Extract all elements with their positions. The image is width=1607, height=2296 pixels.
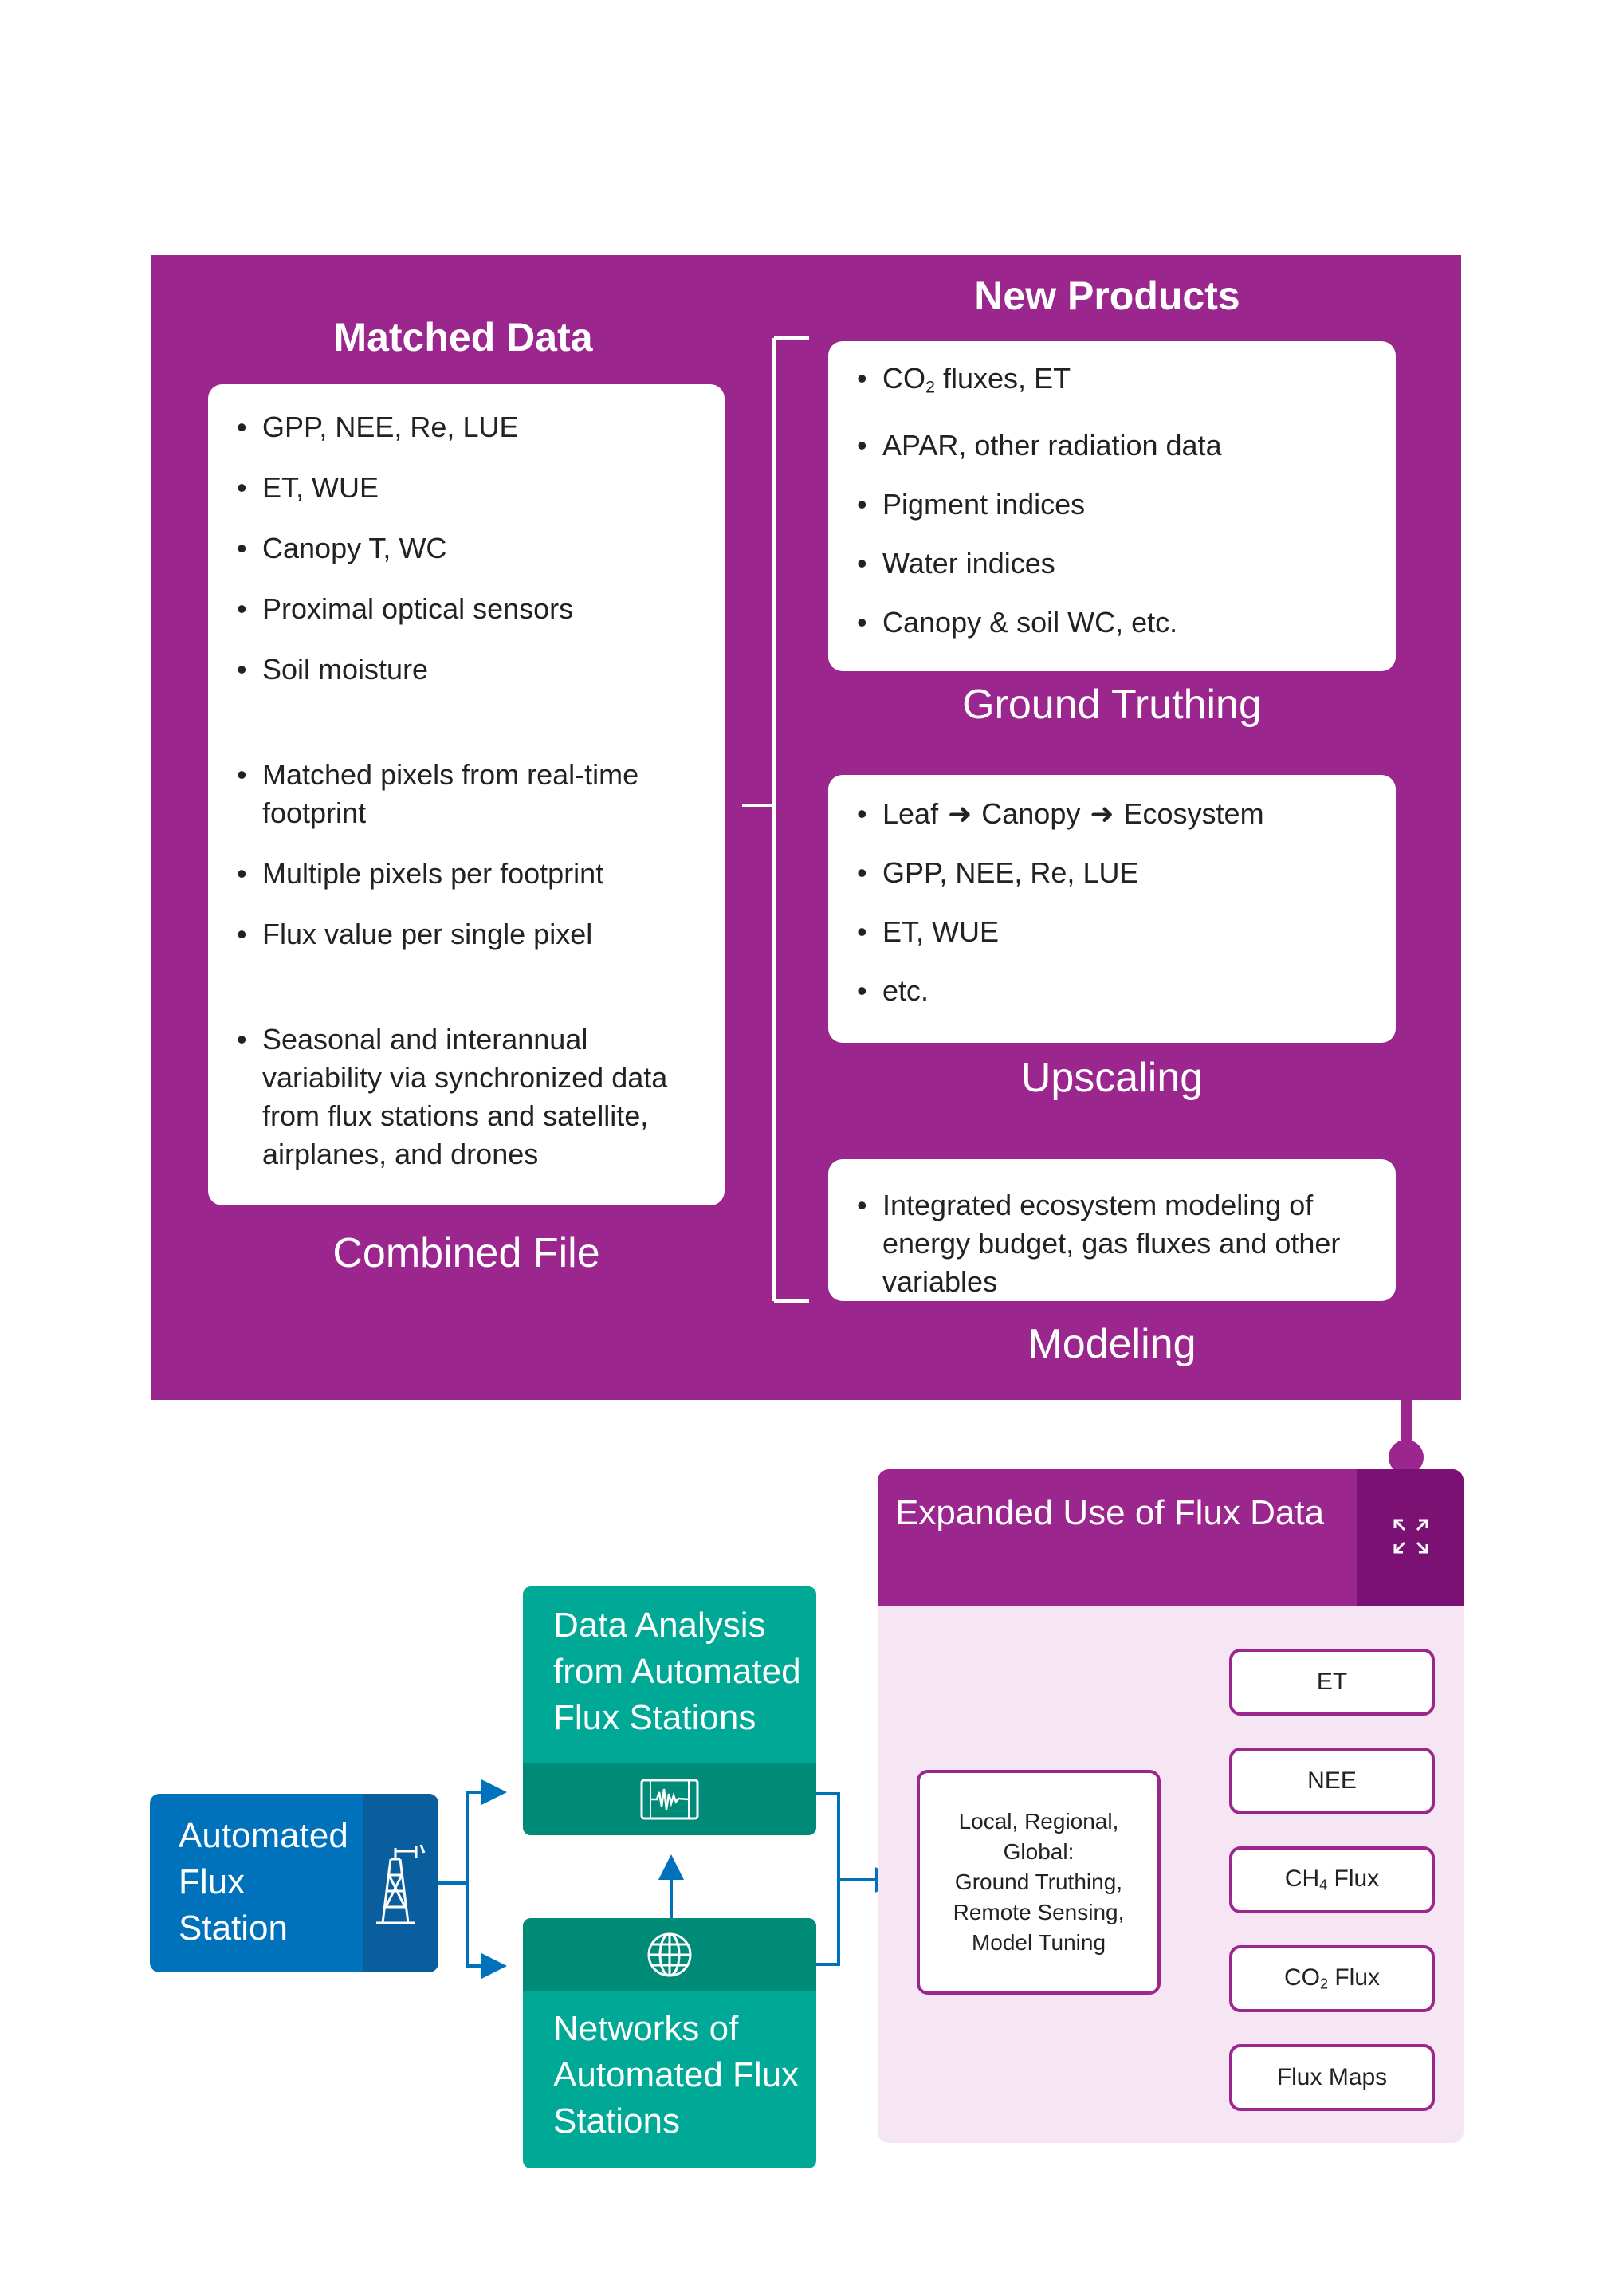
output-flux-maps: Flux Maps — [1229, 2044, 1435, 2111]
matched-data-heading: Matched Data — [333, 315, 593, 360]
center-line: Global: — [1003, 1839, 1075, 1864]
upscaling-caption: Upscaling — [1020, 1055, 1204, 1101]
list-item: Canopy & soil WC, etc. — [857, 604, 1372, 641]
ground-truthing-box: CO2 fluxes, ET APAR, other radiation dat… — [828, 341, 1396, 671]
ch4-text: CH — [1284, 1866, 1320, 1893]
co2-subscript: 2 — [1319, 1976, 1328, 1992]
list-item: Matched pixels from real-time footprint — [237, 756, 701, 832]
new-products-heading: New Products — [974, 273, 1240, 318]
matched-data-box: GPP, NEE, Re, LUE ET, WUE Canopy T, WC P… — [208, 384, 725, 1205]
globe-icon — [647, 1932, 692, 1977]
data-analysis-box: Data Analysis from Automated Flux Statio… — [523, 1586, 816, 1835]
output-co2-flux: CO2 Flux — [1229, 1945, 1435, 2012]
data-analysis-title: Data Analysis from Automated Flux Statio… — [553, 1606, 801, 1737]
station-icon-band — [363, 1794, 438, 1972]
local-regional-global-box: Local, Regional, Global: Ground Truthing… — [917, 1770, 1161, 1995]
modeling-caption: Modeling — [1027, 1321, 1196, 1367]
co2-flux-text: Flux — [1328, 1964, 1381, 1991]
list-item: Seasonal and interannual variability via… — [237, 1020, 701, 1174]
co2-subscript: 2 — [925, 376, 936, 397]
combined-file-caption: Combined File — [332, 1230, 600, 1276]
modeling-list: Integrated ecosystem modeling of energy … — [857, 1186, 1377, 1301]
arrow-right-icon: ➜ — [948, 797, 972, 830]
output-co2-label: CO2 Flux — [1284, 1964, 1380, 1993]
ecosystem-text: Ecosystem — [1123, 797, 1264, 830]
center-line: Ground Truthing, — [954, 1869, 1123, 1894]
expanded-use-header: Expanded Use of Flux Data — [878, 1469, 1464, 1606]
output-nee-label: NEE — [1307, 1767, 1357, 1794]
list-item: CO2 fluxes, ET — [857, 360, 1372, 405]
center-line: Model Tuning — [971, 1930, 1106, 1955]
list-item: Canopy T, WC — [237, 529, 701, 568]
list-item: APAR, other radiation data — [857, 427, 1372, 464]
networks-title: Networks of Automated Flux Stations — [553, 2009, 800, 2141]
output-nee: NEE — [1229, 1748, 1435, 1814]
list-item: GPP, NEE, Re, LUE — [857, 855, 1372, 891]
list-item: Flux value per single pixel — [237, 915, 701, 953]
center-box-text: Local, Regional, Global: Ground Truthing… — [953, 1807, 1125, 1958]
list-item: Pigment indices — [857, 486, 1372, 523]
tower-icon — [376, 1844, 426, 1924]
ground-truthing-caption: Ground Truthing — [962, 682, 1262, 728]
list-item: Leaf ➜ Canopy ➜ Ecosystem — [857, 796, 1372, 832]
list-item: Proximal optical sensors — [237, 590, 701, 628]
list-item: GPP, NEE, Re, LUE — [237, 408, 701, 446]
waveform-monitor-icon — [640, 1779, 699, 1820]
list-item: ET, WUE — [857, 914, 1372, 950]
list-item: Water indices — [857, 545, 1372, 582]
output-et: ET — [1229, 1649, 1435, 1716]
center-line: Local, Regional, — [958, 1809, 1119, 1834]
modeling-box: Integrated ecosystem modeling of energy … — [828, 1159, 1396, 1301]
list-item: etc. — [857, 973, 1372, 1009]
co2-text: CO — [882, 362, 925, 395]
co2-text: CO — [1283, 1964, 1320, 1991]
fluxes-et-text: fluxes, ET — [935, 362, 1071, 395]
arrow-right-icon: ➜ — [1090, 797, 1114, 830]
automated-flux-station-box: Automated Flux Station — [150, 1794, 438, 1972]
upscaling-list: Leaf➜Canopy➜Ecosystem GPP, NEE, Re, LUE … — [857, 796, 1372, 1009]
expand-icon-band — [1357, 1469, 1464, 1606]
automated-flux-station-title: Automated Flux Station — [179, 1816, 348, 1948]
list-item: Multiple pixels per footprint — [237, 855, 701, 893]
top-panel: Matched Data GPP, NEE, Re, LUE ET, WUE C… — [151, 255, 1461, 1400]
list-item: Integrated ecosystem modeling of energy … — [857, 1186, 1377, 1301]
output-ch4-label: CH4 Flux — [1285, 1866, 1379, 1894]
matched-data-list: GPP, NEE, Re, LUE ET, WUE Canopy T, WC P… — [237, 408, 701, 1174]
list-item: ET, WUE — [237, 469, 701, 507]
expand-icon[interactable] — [1392, 1517, 1430, 1555]
expanded-use-title: Expanded Use of Flux Data — [895, 1493, 1325, 1532]
center-line: Remote Sensing, — [953, 1900, 1125, 1924]
canopy-text: Canopy — [981, 797, 1081, 830]
output-et-label: ET — [1316, 1669, 1348, 1695]
bracket-connector — [742, 336, 809, 1303]
networks-icon-band — [523, 1918, 816, 1991]
ground-truthing-list: CO2 fluxes, ET APAR, other radiation dat… — [857, 360, 1372, 641]
output-ch4-flux: CH4 Flux — [1229, 1846, 1435, 1913]
list-item: Soil moisture — [237, 651, 701, 689]
ch4-flux-text: Flux — [1327, 1866, 1380, 1893]
analysis-icon-band — [523, 1763, 816, 1835]
networks-box: Networks of Automated Flux Stations — [523, 1918, 816, 2168]
leaf-text: Leaf — [882, 797, 939, 830]
upscaling-box: Leaf➜Canopy➜Ecosystem GPP, NEE, Re, LUE … — [828, 775, 1396, 1043]
ch4-subscript: 4 — [1319, 1877, 1328, 1893]
output-flux-maps-label: Flux Maps — [1276, 2064, 1388, 2090]
